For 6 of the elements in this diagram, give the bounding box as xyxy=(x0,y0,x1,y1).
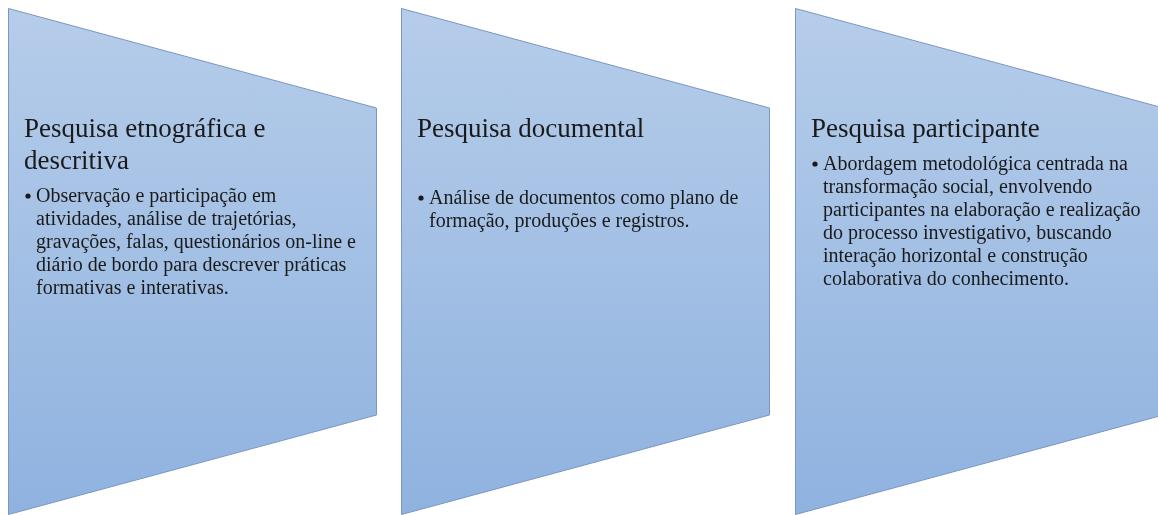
heading-text: Pesquisa participante xyxy=(811,112,1041,144)
description-text: Observação e participação em atividades, análise de trajetórias, gravações, falas, questionários on-line e diário de bordo para descrever práticas formativas e interativas. xyxy=(36,184,356,298)
heading-text: Pesquisa etnográfica e descritiva xyxy=(24,112,267,176)
description-text: Abordagem metodológica centrada na transformação social, envolvendo participantes na elaboração e realização do processo investigativo, buscando interação horizontal e construção colaborativa do conhecimento. xyxy=(823,152,1141,289)
description-text: Análise de documentos como plano de formação, produções e registros. xyxy=(429,186,739,231)
heading-text: Pesquisa documental xyxy=(417,112,646,144)
